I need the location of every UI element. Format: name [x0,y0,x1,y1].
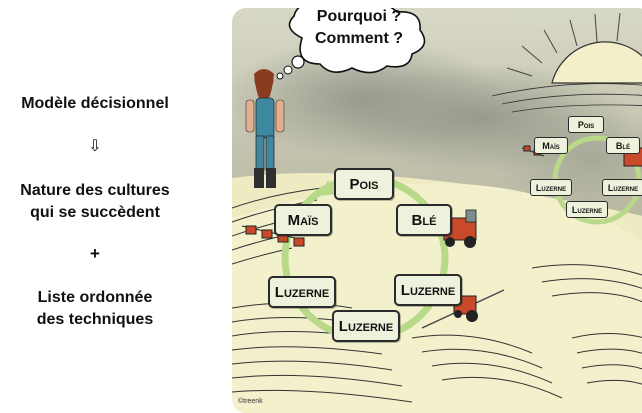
crop-box-luzerne-right: Luzerne [394,274,462,306]
small-crop-box-mais: Maïs [534,137,568,154]
bubble-line-2: Comment ? [315,30,403,47]
list-line-2: des techniques [36,311,154,328]
small-crop-box-pois: Pois [568,116,604,133]
thought-bubble [288,8,426,74]
sprayer-tractor-icon [421,289,505,329]
left-panel: Modèle décisionnel ⇩ Nature des cultures… [0,0,190,409]
nature-line-1: Nature des cultures [20,182,170,199]
crop-box-ble: Blé [396,204,452,236]
sun-icon [491,12,642,113]
crop-box-mais: Maïs [274,204,332,236]
small-crop-box-luzerne-right: Luzerne [602,179,642,196]
nature-line-2: qui se succèdent [30,204,160,221]
down-arrow-icon: ⇩ [88,138,102,155]
small-crop-box-luzerne-left: Luzerne [530,179,572,196]
field-illustration: Pois Blé Luzerne Luzerne Luzerne Maïs Po… [232,8,642,413]
bubble-line-1: Pourquoi ? [316,8,402,25]
plus-sign: + [90,244,100,263]
small-crop-box-ble: Blé [606,137,640,154]
crop-box-luzerne-left: Luzerne [268,276,336,308]
small-crop-box-luzerne-bottom: Luzerne [566,201,608,218]
crop-box-luzerne-bottom: Luzerne [332,310,400,342]
thought-bubble-text: Pourquoi ? Comment ? [290,6,428,50]
harvester-icon [443,147,642,248]
list-line-1: Liste ordonnée [37,289,153,306]
model-label: Modèle décisionnel [21,95,169,112]
crop-box-pois: Pois [334,168,394,200]
farmer-figure [245,69,285,188]
credit-text: ©treenk [238,398,263,405]
